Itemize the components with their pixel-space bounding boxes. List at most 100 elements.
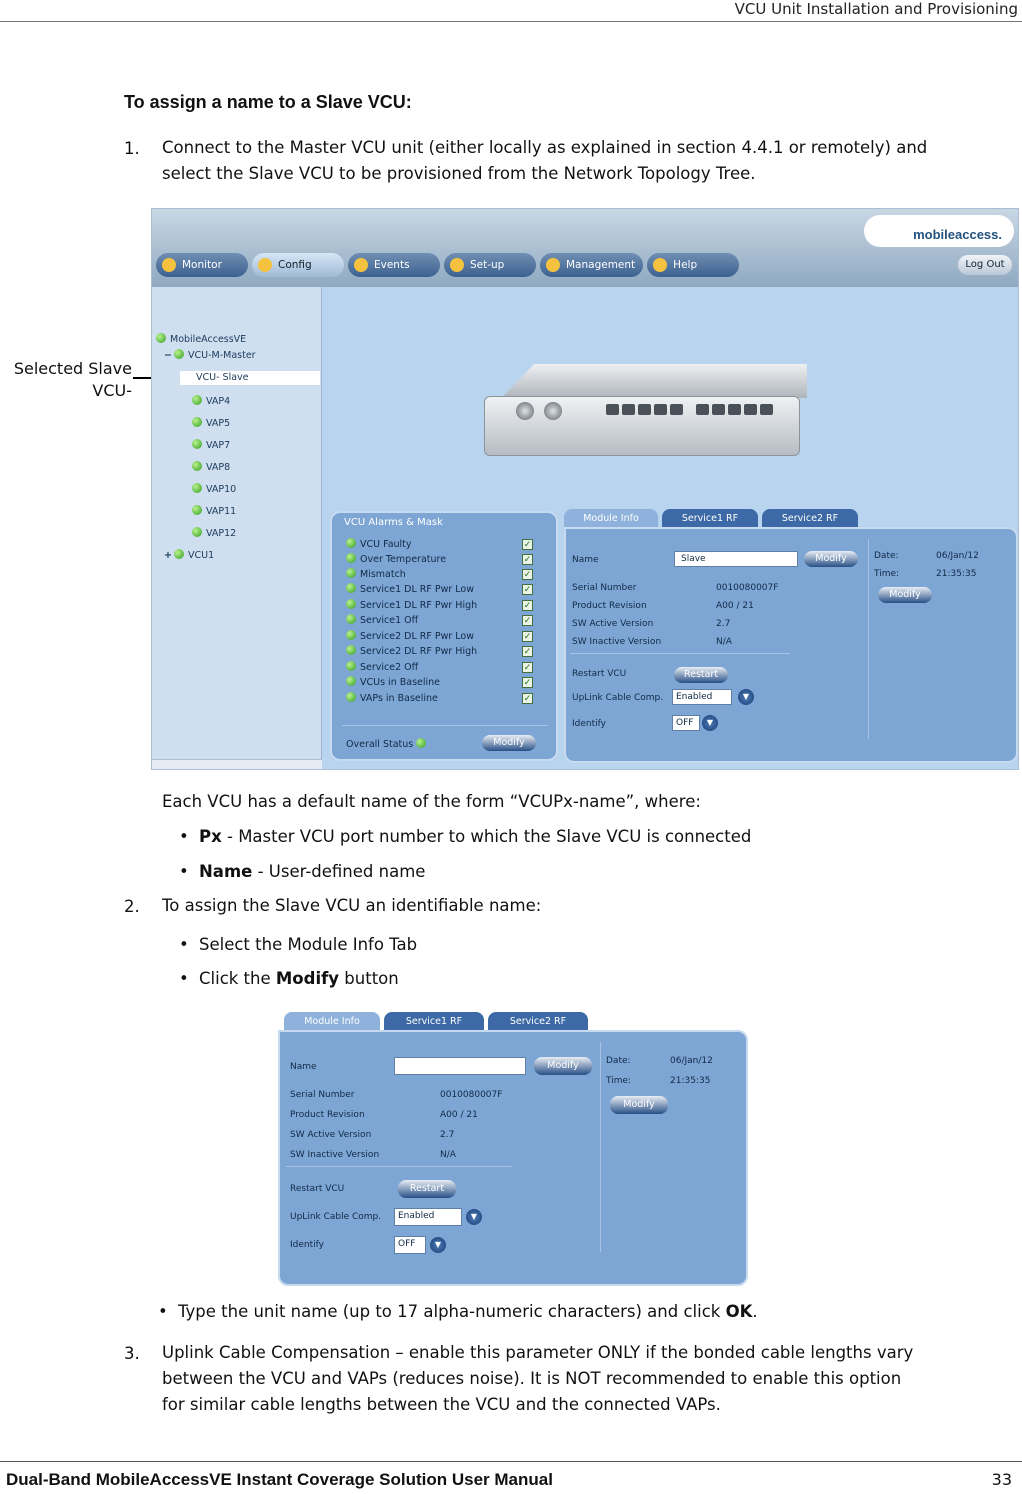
- sw-inactive-label: SW Inactive Version: [290, 1150, 380, 1160]
- uplink-label: UpLink Cable Comp.: [572, 693, 664, 703]
- logout-button[interactable]: Log Out: [958, 255, 1012, 275]
- alarm-mask-checkbox[interactable]: ✓: [522, 554, 533, 565]
- chevron-down-icon[interactable]: ▼: [430, 1237, 446, 1253]
- identify-select[interactable]: OFF: [394, 1236, 426, 1254]
- sw-active-label: SW Active Version: [572, 619, 654, 629]
- footer-title: Dual-Band MobileAccessVE Instant Coverag…: [6, 1470, 553, 1489]
- tab-module-info[interactable]: Module Info: [564, 509, 658, 529]
- datetime-modify-button[interactable]: Modify: [610, 1096, 668, 1114]
- monitor-icon: [162, 258, 176, 272]
- status-ok-icon: [192, 417, 202, 427]
- alarm-item: Service1 Off: [346, 613, 418, 628]
- alarm-item: VCU Faulty: [346, 537, 412, 552]
- alarm-mask-checkbox[interactable]: ✓: [522, 631, 533, 642]
- serial-number-value: 0010080007F: [716, 583, 779, 593]
- name-bullet: Name - User-defined name: [179, 862, 425, 881]
- tree-node-vap[interactable]: VAP12: [192, 527, 236, 541]
- brand-logo: mobileaccess.: [864, 215, 1014, 247]
- tab-module-info[interactable]: Module Info: [284, 1012, 380, 1032]
- uplink-select[interactable]: Enabled: [672, 689, 732, 705]
- alarm-mask-checkbox[interactable]: ✓: [522, 646, 533, 657]
- status-ok-icon: [346, 553, 356, 563]
- alarm-mask-checkbox[interactable]: ✓: [522, 677, 533, 688]
- nav-management[interactable]: Management: [540, 253, 644, 277]
- sw-inactive-label: SW Inactive Version: [572, 637, 662, 647]
- alarm-item: VAPs in Baseline: [346, 691, 438, 706]
- serial-number-value: 0010080007F: [440, 1090, 503, 1100]
- identify-label: Identify: [290, 1240, 324, 1250]
- identify-select[interactable]: OFF: [672, 715, 700, 731]
- sw-active-value: 2.7: [716, 619, 731, 629]
- alarm-mask-checkbox[interactable]: ✓: [522, 693, 533, 704]
- name-field[interactable]: Slave: [674, 551, 798, 567]
- tab-service2-rf[interactable]: Service2 RF: [488, 1012, 588, 1032]
- datetime-modify-button[interactable]: Modify: [878, 587, 932, 603]
- tree-node-vap[interactable]: VAP11: [192, 505, 236, 519]
- tab-service2-rf[interactable]: Service2 RF: [762, 509, 858, 529]
- nav-monitor[interactable]: Monitor: [156, 253, 248, 277]
- alarm-item: Over Temperature: [346, 552, 446, 567]
- alarm-item: Mismatch: [346, 567, 406, 582]
- alarm-mask-checkbox[interactable]: ✓: [522, 569, 533, 580]
- uplink-label: UpLink Cable Comp.: [290, 1212, 382, 1222]
- header-title: VCU Unit Installation and Provisioning: [734, 0, 1018, 18]
- step3-line3: for similar cable lengths between the VC…: [162, 1395, 721, 1414]
- time-value: 21:35:35: [670, 1076, 711, 1086]
- name-field-empty[interactable]: [394, 1057, 526, 1075]
- tree-node-root[interactable]: MobileAccessVE: [156, 333, 246, 347]
- module-info-panel: Module Info Service1 RF Service2 RF Name…: [564, 509, 1018, 765]
- step1-line2: select the Slave VCU to be provisioned f…: [162, 164, 756, 183]
- tree-node-vap[interactable]: VAP7: [192, 439, 230, 453]
- alarm-mask-checkbox[interactable]: ✓: [522, 662, 533, 673]
- alarm-mask-checkbox[interactable]: ✓: [522, 600, 533, 611]
- product-revision-label: Product Revision: [572, 601, 647, 611]
- name-modify-button[interactable]: Modify: [804, 551, 858, 567]
- sw-inactive-value: N/A: [716, 637, 732, 647]
- tree-node-vap[interactable]: VAP5: [192, 417, 230, 431]
- uplink-select[interactable]: Enabled: [394, 1208, 462, 1226]
- tree-node-vap[interactable]: VAP10: [192, 483, 236, 497]
- tree-node-vap[interactable]: VAP8: [192, 461, 230, 475]
- step3-text: Uplink Cable Compensation – enable this …: [162, 1340, 1022, 1418]
- nav-config[interactable]: Config: [252, 253, 344, 277]
- restart-label: Restart VCU: [572, 669, 627, 679]
- alarm-mask-checkbox[interactable]: ✓: [522, 615, 533, 626]
- restart-label: Restart VCU: [290, 1184, 345, 1194]
- tree-horizontal-scrollbar[interactable]: [152, 759, 322, 769]
- date-value: 06/Jan/12: [936, 551, 979, 561]
- tab-service1-rf[interactable]: Service1 RF: [384, 1012, 484, 1032]
- tree-node-master[interactable]: −VCU-M-Master: [164, 349, 256, 361]
- alarm-mask-checkbox[interactable]: ✓: [522, 539, 533, 550]
- alarms-panel: VCU Alarms & Mask VCU Faulty Over Temper…: [330, 511, 558, 761]
- nav-events[interactable]: Events: [348, 253, 440, 277]
- alarm-item: Service2 Off: [346, 660, 418, 675]
- default-name-intro: Each VCU has a default name of the form …: [162, 792, 701, 811]
- tree-node-vcu1[interactable]: +VCU1: [164, 549, 215, 561]
- status-ok-icon: [346, 538, 356, 548]
- tree-node-vap[interactable]: VAP4: [192, 395, 230, 409]
- tab-service1-rf[interactable]: Service1 RF: [662, 509, 758, 529]
- restart-button[interactable]: Restart: [674, 667, 728, 683]
- name-modify-button[interactable]: Modify: [534, 1057, 592, 1075]
- tree-node-slave-selected[interactable]: VCU- Slave: [180, 371, 320, 385]
- nav-help[interactable]: Help: [647, 253, 740, 277]
- status-ok-icon: [346, 614, 356, 624]
- alarm-mask-checkbox[interactable]: ✓: [522, 584, 533, 595]
- events-icon: [354, 258, 368, 272]
- nav-setup[interactable]: Set-up: [444, 253, 536, 277]
- chevron-down-icon[interactable]: ▼: [702, 715, 718, 731]
- date-label: Date:: [606, 1056, 631, 1066]
- step3-number: 3.: [124, 1344, 140, 1363]
- chevron-down-icon[interactable]: ▼: [738, 689, 754, 705]
- restart-button[interactable]: Restart: [398, 1180, 456, 1198]
- step1-text: Connect to the Master VCU unit (either l…: [162, 135, 1022, 187]
- config-icon: [258, 258, 272, 272]
- alarms-modify-button[interactable]: Modify: [482, 735, 536, 751]
- setup-icon: [450, 258, 464, 272]
- chevron-down-icon[interactable]: ▼: [466, 1209, 482, 1225]
- alarm-item: VCUs in Baseline: [346, 675, 440, 690]
- time-label: Time:: [606, 1076, 632, 1086]
- section-title: To assign a name to a Slave VCU:: [124, 92, 412, 112]
- product-revision-value: A00 / 21: [716, 601, 754, 611]
- time-label: Time:: [874, 569, 900, 579]
